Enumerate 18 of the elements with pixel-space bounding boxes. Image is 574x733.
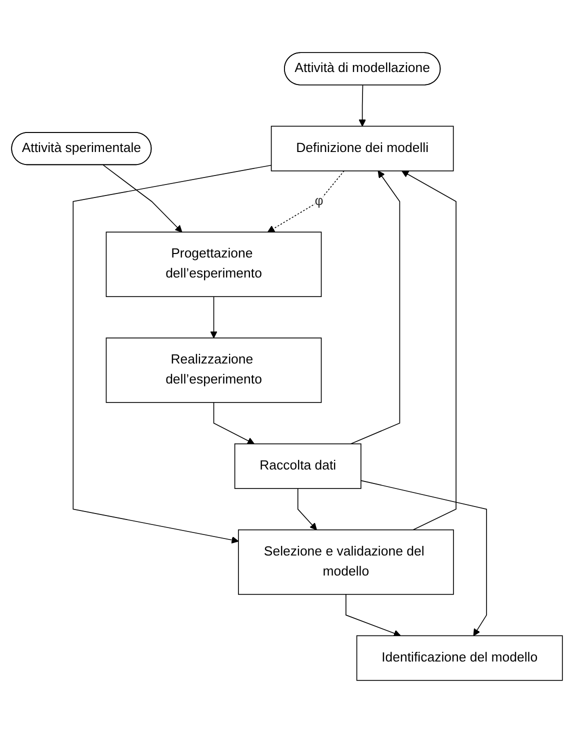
node-box: Raccolta dati xyxy=(234,443,362,489)
arrow xyxy=(402,170,456,530)
node-box: Identificazione del modello xyxy=(356,635,563,681)
edge-label: φ xyxy=(314,194,324,208)
arrow xyxy=(358,84,366,127)
node-box: Definizione dei modelli xyxy=(270,126,454,172)
arrow xyxy=(297,488,317,530)
arrow xyxy=(72,164,272,544)
node-box: Selezione e validazione del modello xyxy=(238,529,454,595)
arrow xyxy=(346,594,401,637)
node-box: Realizzazione dell’esperimento xyxy=(106,338,322,403)
arrow xyxy=(213,402,255,444)
arrow xyxy=(210,296,218,338)
arrow xyxy=(102,164,182,232)
arrow xyxy=(350,170,400,444)
node-box: Progettazione dell’esperimento xyxy=(106,232,322,298)
arrow xyxy=(360,480,487,636)
arrow xyxy=(267,170,344,232)
